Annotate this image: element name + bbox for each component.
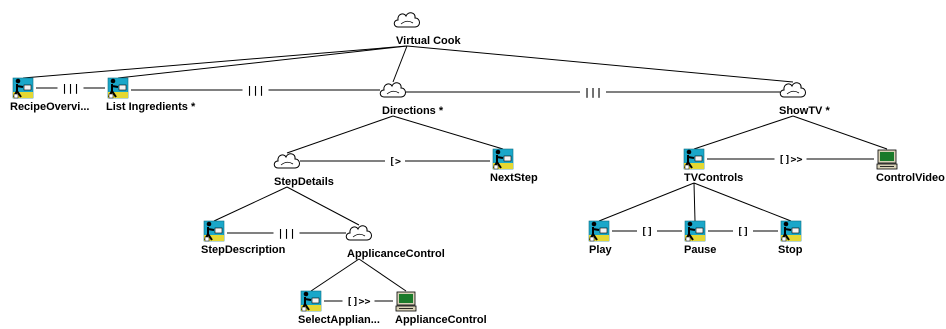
task-node-control-video[interactable]: ControlVideo <box>876 149 945 184</box>
operator-recipe_overview-list_ingredients: ||| <box>36 84 105 95</box>
user-task-icon <box>107 77 129 99</box>
cloud-icon <box>379 82 406 98</box>
user-task-icon <box>780 220 802 242</box>
cloud-icon <box>393 12 420 28</box>
tree-edge-virtual_cook-recipe_overview <box>22 45 408 79</box>
operator-list_ingredients-directions: ||| <box>131 86 380 97</box>
operator-symbol: [] <box>737 227 749 238</box>
task-label: TVControls <box>684 172 743 184</box>
user-task-icon <box>12 77 34 99</box>
task-label: Stop <box>778 244 803 256</box>
task-label: ShowTV * <box>779 105 830 117</box>
operator-pause-stop: [] <box>708 227 778 238</box>
tree-edge-show_tv-control_video <box>792 115 888 150</box>
task-node-tv-controls[interactable]: TVControls <box>683 148 743 184</box>
task-node-list-ingredients[interactable]: List Ingredients * <box>106 77 196 113</box>
user-task-icon <box>683 148 705 170</box>
operator-symbol: [> <box>389 157 401 168</box>
task-node-appliance-control-task[interactable]: ApplicanceControl <box>345 225 445 260</box>
tree-edge-appliance_control_task-select_appliance <box>310 258 360 292</box>
operator-symbol: ||| <box>277 229 295 240</box>
tree-edge-appliance_control_task-appliance_control_sys <box>358 258 407 292</box>
tree-edge-virtual_cook-directions <box>392 45 408 83</box>
task-label: StepDescription <box>201 244 286 256</box>
tree-edge-step_details-step_description <box>213 186 288 222</box>
task-node-stop[interactable]: Stop <box>778 220 803 256</box>
user-task-icon <box>684 220 706 242</box>
user-task-icon <box>492 148 514 170</box>
task-label: ApplianceControl <box>395 314 487 326</box>
task-node-select-appliance[interactable]: SelectApplian... <box>298 290 380 326</box>
task-node-show-tv[interactable]: ShowTV * <box>779 82 830 117</box>
cloud-icon <box>779 82 806 98</box>
operator-symbol: ||| <box>246 86 264 97</box>
operator-symbol: []>> <box>346 297 370 308</box>
tree-edge-tv_controls-pause <box>693 182 696 222</box>
task-node-recipe-overview[interactable]: RecipeOvervi... <box>10 77 90 113</box>
user-task-icon <box>203 220 225 242</box>
user-task-icon <box>588 220 610 242</box>
task-label: Pause <box>684 244 716 256</box>
tree-edge-virtual_cook-list_ingredients <box>117 45 408 79</box>
task-node-next-step[interactable]: NextStep <box>490 148 538 184</box>
task-label: ControlVideo <box>876 172 945 184</box>
task-node-play[interactable]: Play <box>588 220 613 256</box>
operator-directions-show_tv: ||| <box>406 88 780 99</box>
operator-symbol: []>> <box>778 155 802 166</box>
tree-edge-virtual_cook-show_tv <box>406 45 794 83</box>
tree-edge-directions-step_details <box>286 115 394 154</box>
task-node-pause[interactable]: Pause <box>684 220 716 256</box>
task-label: List Ingredients * <box>106 101 196 113</box>
task-label: Virtual Cook <box>396 35 461 47</box>
task-label: Play <box>589 244 613 256</box>
operator-symbol: [] <box>641 227 653 238</box>
operator-step_description-appliance_control_task: ||| <box>227 229 346 240</box>
task-label: RecipeOvervi... <box>10 101 90 113</box>
tree-edge-step_details-appliance_control_task <box>286 186 360 226</box>
tree-edge-tv_controls-stop <box>693 182 792 222</box>
task-node-appliance-control-sys[interactable]: ApplianceControl <box>395 291 487 326</box>
tree-edge-show_tv-tv_controls <box>693 115 794 150</box>
task-label: NextStep <box>490 172 538 184</box>
operator-step_details-next_step: [> <box>300 157 490 168</box>
operator-symbol: ||| <box>61 84 79 95</box>
cloud-icon <box>273 153 300 169</box>
task-label: Directions * <box>382 105 444 117</box>
user-task-icon <box>300 290 322 312</box>
operator-play-pause: [] <box>612 227 682 238</box>
task-label: SelectApplian... <box>298 314 380 326</box>
tree-edge-tv_controls-play <box>598 182 695 222</box>
operator-tv_controls-control_video: []>> <box>707 155 874 166</box>
operator-select_appliance-appliance_control_sys: []>> <box>324 297 393 308</box>
computer-icon <box>876 149 898 170</box>
cloud-icon <box>345 225 372 241</box>
task-node-step-details[interactable]: StepDetails <box>273 153 334 188</box>
task-label: StepDetails <box>274 176 334 188</box>
task-label: ApplicanceControl <box>347 248 445 260</box>
computer-icon <box>395 291 417 312</box>
task-node-virtual-cook[interactable]: Virtual Cook <box>393 12 461 47</box>
tree-edge-directions-next_step <box>392 115 504 150</box>
operator-symbol: ||| <box>584 88 602 99</box>
task-node-step-description[interactable]: StepDescription <box>201 220 286 256</box>
task-node-directions[interactable]: Directions * <box>379 82 444 117</box>
